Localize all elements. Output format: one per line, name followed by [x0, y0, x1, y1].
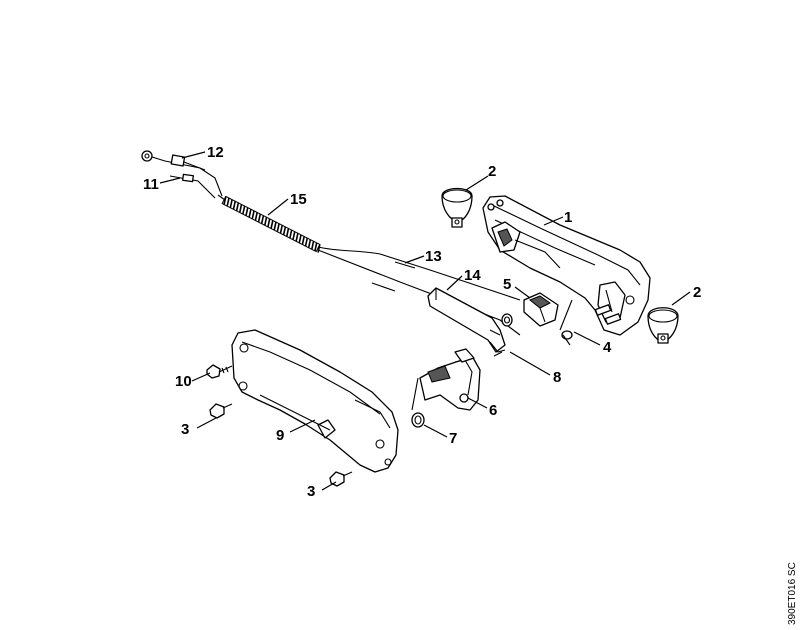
cable-spring-sleeve — [217, 194, 521, 336]
return-spring — [559, 299, 573, 346]
throttle-trigger — [427, 287, 506, 353]
lockout-lever — [523, 292, 559, 327]
hose-clamp-upper — [441, 187, 473, 228]
callout-13: 13 — [425, 248, 442, 265]
callout-12: 12 — [207, 144, 224, 161]
callout-4: 4 — [603, 339, 612, 356]
callout-14: 14 — [464, 267, 481, 284]
handle-housing-upper — [482, 195, 651, 336]
callout-labels: 1 2 2 3 3 4 5 6 7 8 9 10 11 12 13 14 15 — [143, 144, 701, 500]
slide-switch — [419, 348, 481, 411]
callout-2: 2 — [693, 284, 701, 301]
torsion-spring — [501, 313, 513, 327]
callout-2: 2 — [488, 163, 496, 180]
callout-3: 3 — [181, 421, 189, 438]
handle-housing-lower — [231, 329, 399, 473]
callout-1: 1 — [564, 209, 572, 226]
image-code: 390ET016 SC — [787, 562, 798, 625]
callout-7: 7 — [449, 430, 457, 447]
screw-long — [206, 364, 233, 379]
callout-10: 10 — [175, 373, 192, 390]
callout-9: 9 — [276, 427, 284, 444]
throttle-cable — [371, 261, 416, 292]
leader-lines — [159, 151, 691, 491]
callout-15: 15 — [290, 191, 307, 208]
callout-3: 3 — [307, 483, 315, 500]
callout-6: 6 — [489, 402, 497, 419]
cable-connector — [489, 341, 506, 357]
callout-11: 11 — [143, 176, 159, 193]
coil-spring — [411, 377, 425, 428]
hose-clamp-lower — [647, 307, 679, 344]
wire-terminals — [141, 150, 223, 199]
screw-short-upper — [209, 403, 233, 419]
callout-5: 5 — [503, 276, 511, 293]
screw-short-lower — [329, 471, 353, 487]
callout-8: 8 — [553, 369, 561, 386]
